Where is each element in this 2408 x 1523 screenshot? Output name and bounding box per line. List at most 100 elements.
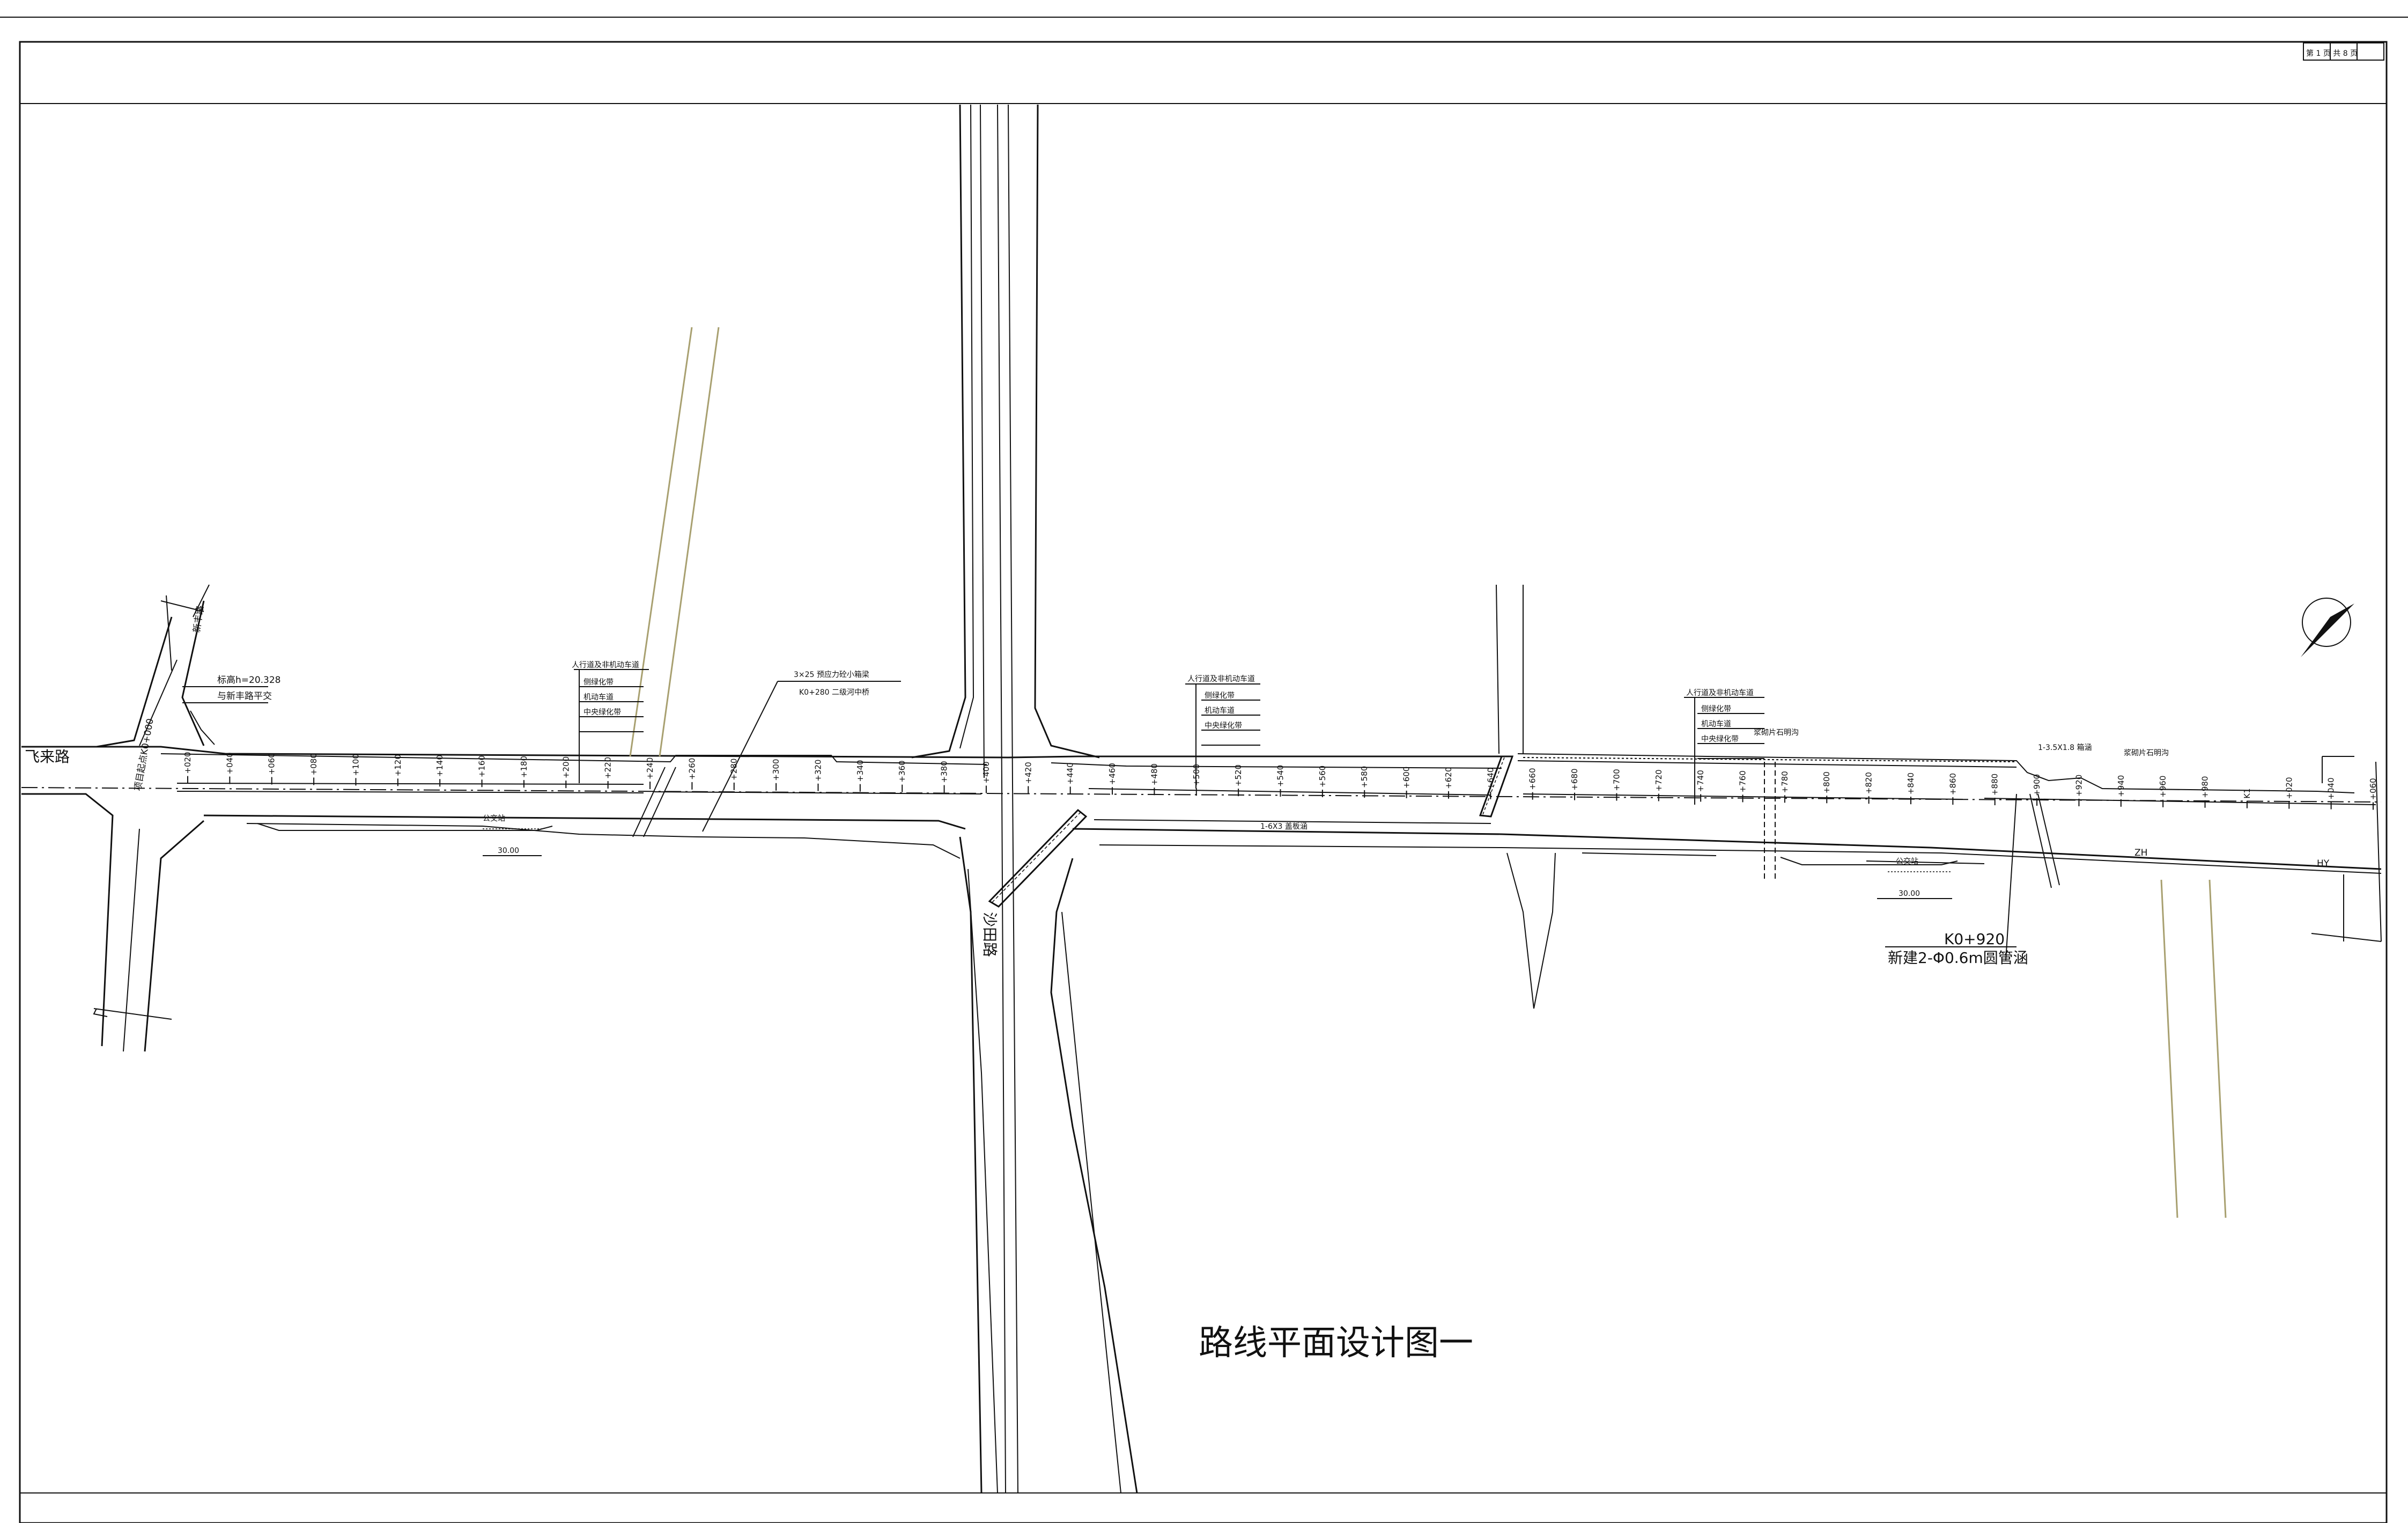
main-route: [21, 746, 2382, 874]
page-label: 第 1 页 共 8 页: [2306, 49, 2358, 58]
page-label-box: [2303, 42, 2384, 61]
station-label: +360: [897, 760, 907, 782]
legend-3-side-green: 侧绿化带: [1701, 705, 1731, 713]
legend-3-sidewalk: 人行道及非机动车道: [1686, 688, 1754, 697]
box-culvert-label: 1-3.5X1.8 箱涵: [2038, 744, 2092, 752]
legend-3-median: 中央绿化带: [1701, 735, 1739, 744]
legend-1-motorway: 机动车道: [583, 693, 614, 702]
station-label: +420: [1023, 762, 1033, 784]
cross-section-legend-3: 人行道及非机动车道 侧绿化带 机动车道 中央绿化带: [1684, 688, 1764, 805]
legend-3-motorway: 机动车道: [1701, 719, 1731, 729]
legend-2-median: 中央绿化带: [1205, 722, 1242, 730]
station-label: +460: [1107, 763, 1117, 785]
station-label: +540: [1276, 765, 1286, 787]
legend-2-motorway: 机动车道: [1205, 706, 1235, 715]
legend-2-sidewalk: 人行道及非机动车道: [1187, 674, 1255, 683]
station-label: +660: [1528, 768, 1538, 790]
station-label: +940: [2116, 775, 2126, 797]
cross-section-legend-1: 人行道及非机动车道 侧绿化带 机动车道 中央绿化带: [572, 660, 649, 783]
station-label: +020: [2284, 777, 2294, 799]
curve-point-hy: HY: [2317, 858, 2330, 869]
road-name-feilai: 飞来路: [25, 748, 70, 766]
station-label: +100: [351, 754, 360, 776]
start-elevation: 标高h=20.328: [217, 675, 281, 686]
ditch-label-2: 浆砌片石明沟: [2124, 749, 2169, 757]
north-arrow-icon: [2301, 598, 2354, 657]
main-line-structures: [632, 755, 2060, 888]
station-label: +060: [267, 753, 277, 775]
station-label: +640: [1486, 768, 1495, 790]
cross-section-legend-2: 人行道及非机动车道 侧绿化带 机动车道 中央绿化带: [1185, 674, 1260, 789]
station-label: +180: [519, 756, 529, 778]
culvert-station: K0+920: [1944, 930, 2005, 948]
station-label: +380: [940, 761, 949, 783]
station-label: +140: [435, 755, 445, 777]
station-label: +300: [771, 759, 781, 781]
station-label: +520: [1233, 764, 1243, 786]
legend-2-side-green: 侧绿化带: [1205, 691, 1235, 700]
station-label: +260: [687, 758, 697, 780]
station-label: +720: [1654, 769, 1664, 791]
station-label: +020: [183, 752, 193, 774]
station-label: +040: [225, 752, 234, 774]
legend-1-median: 中央绿化带: [583, 708, 621, 717]
station-label: +920: [2074, 775, 2084, 797]
station-label: +400: [981, 761, 991, 783]
station-label: +700: [1612, 769, 1621, 791]
station-label: +080: [309, 753, 319, 775]
station-label: +480: [1149, 763, 1159, 785]
station-label: +740: [1696, 770, 1705, 792]
station-label: +840: [1906, 772, 1916, 794]
station-label: +440: [1066, 762, 1075, 784]
start-intersection: 与新丰路平交: [217, 691, 272, 702]
bridge-note-line1: 3×25 预应力砼小箱梁: [794, 670, 869, 679]
station-label: +340: [855, 760, 865, 782]
station-label: +160: [477, 755, 487, 777]
station-label: +060: [2368, 778, 2378, 800]
legend-1-side-green: 侧绿化带: [583, 678, 614, 687]
drawing-frame: [19, 41, 2388, 1523]
bus-stop-1-label: 公交站: [483, 814, 505, 823]
ditch-label-1: 浆砌片石明沟: [1754, 729, 1799, 737]
station-label: +960: [2158, 776, 2168, 798]
start-point-label: 项目起点K0+000: [132, 718, 156, 792]
culvert-callout: K0+920 新建2-Φ0.6m圆管涵: [1885, 793, 2028, 967]
station-label: +760: [1738, 770, 1748, 792]
station-label: +200: [561, 756, 571, 778]
page-title: 路线平面设计图一: [1199, 1323, 1473, 1363]
station-label: +320: [813, 760, 823, 782]
station-label: +220: [603, 757, 613, 779]
bus-stop-1-dim: 30.00: [498, 847, 519, 855]
bridge-note-line2: K0+280 二级河中桥: [799, 688, 869, 697]
station-label: +560: [1318, 766, 1327, 788]
station-label: +240: [645, 757, 655, 779]
station-label: +120: [393, 754, 403, 776]
station-label: +900: [2032, 774, 2042, 796]
station-label: +040: [2326, 777, 2336, 799]
station-label: +800: [1822, 771, 1831, 793]
station-label: +880: [1990, 774, 2000, 796]
station-label: +600: [1402, 767, 1412, 789]
station-label: +980: [2200, 776, 2210, 798]
station-ticks: +020 +040 +060 +080 +100 +120 +140 +160 +180 +200…: [183, 752, 2378, 810]
station-label: +860: [1948, 773, 1958, 795]
station-label: +820: [1864, 772, 1874, 794]
bus-stop-2: 公交站 30.00: [1877, 857, 1952, 899]
station-label: +580: [1360, 766, 1369, 788]
bridge-note: 3×25 预应力砼小箱梁 K0+280 二级河中桥: [702, 670, 901, 832]
road-name-shatian: 沙田路: [981, 912, 999, 957]
curve-point-zh: ZH: [2134, 848, 2147, 858]
culvert-desc: 新建2-Φ0.6m圆管涵: [1888, 949, 2028, 967]
culvert-label-1: 1-6X3 盖板涵: [1260, 822, 1308, 831]
left-intersection: [21, 584, 215, 1052]
cross-road: [911, 104, 1138, 1493]
station-label: +680: [1570, 768, 1579, 790]
bus-stop-2-dim: 30.00: [1899, 889, 1920, 898]
station-label: +620: [1444, 767, 1453, 789]
start-point: 项目起点K0+000 标高h=20.328 与新丰路平交: [132, 675, 280, 792]
bus-stop-1: 公交站 30.00: [483, 814, 542, 856]
bus-stop-2-label: 公交站: [1896, 857, 1918, 866]
side-roads: [629, 327, 2382, 1218]
station-label: +780: [1780, 771, 1790, 793]
